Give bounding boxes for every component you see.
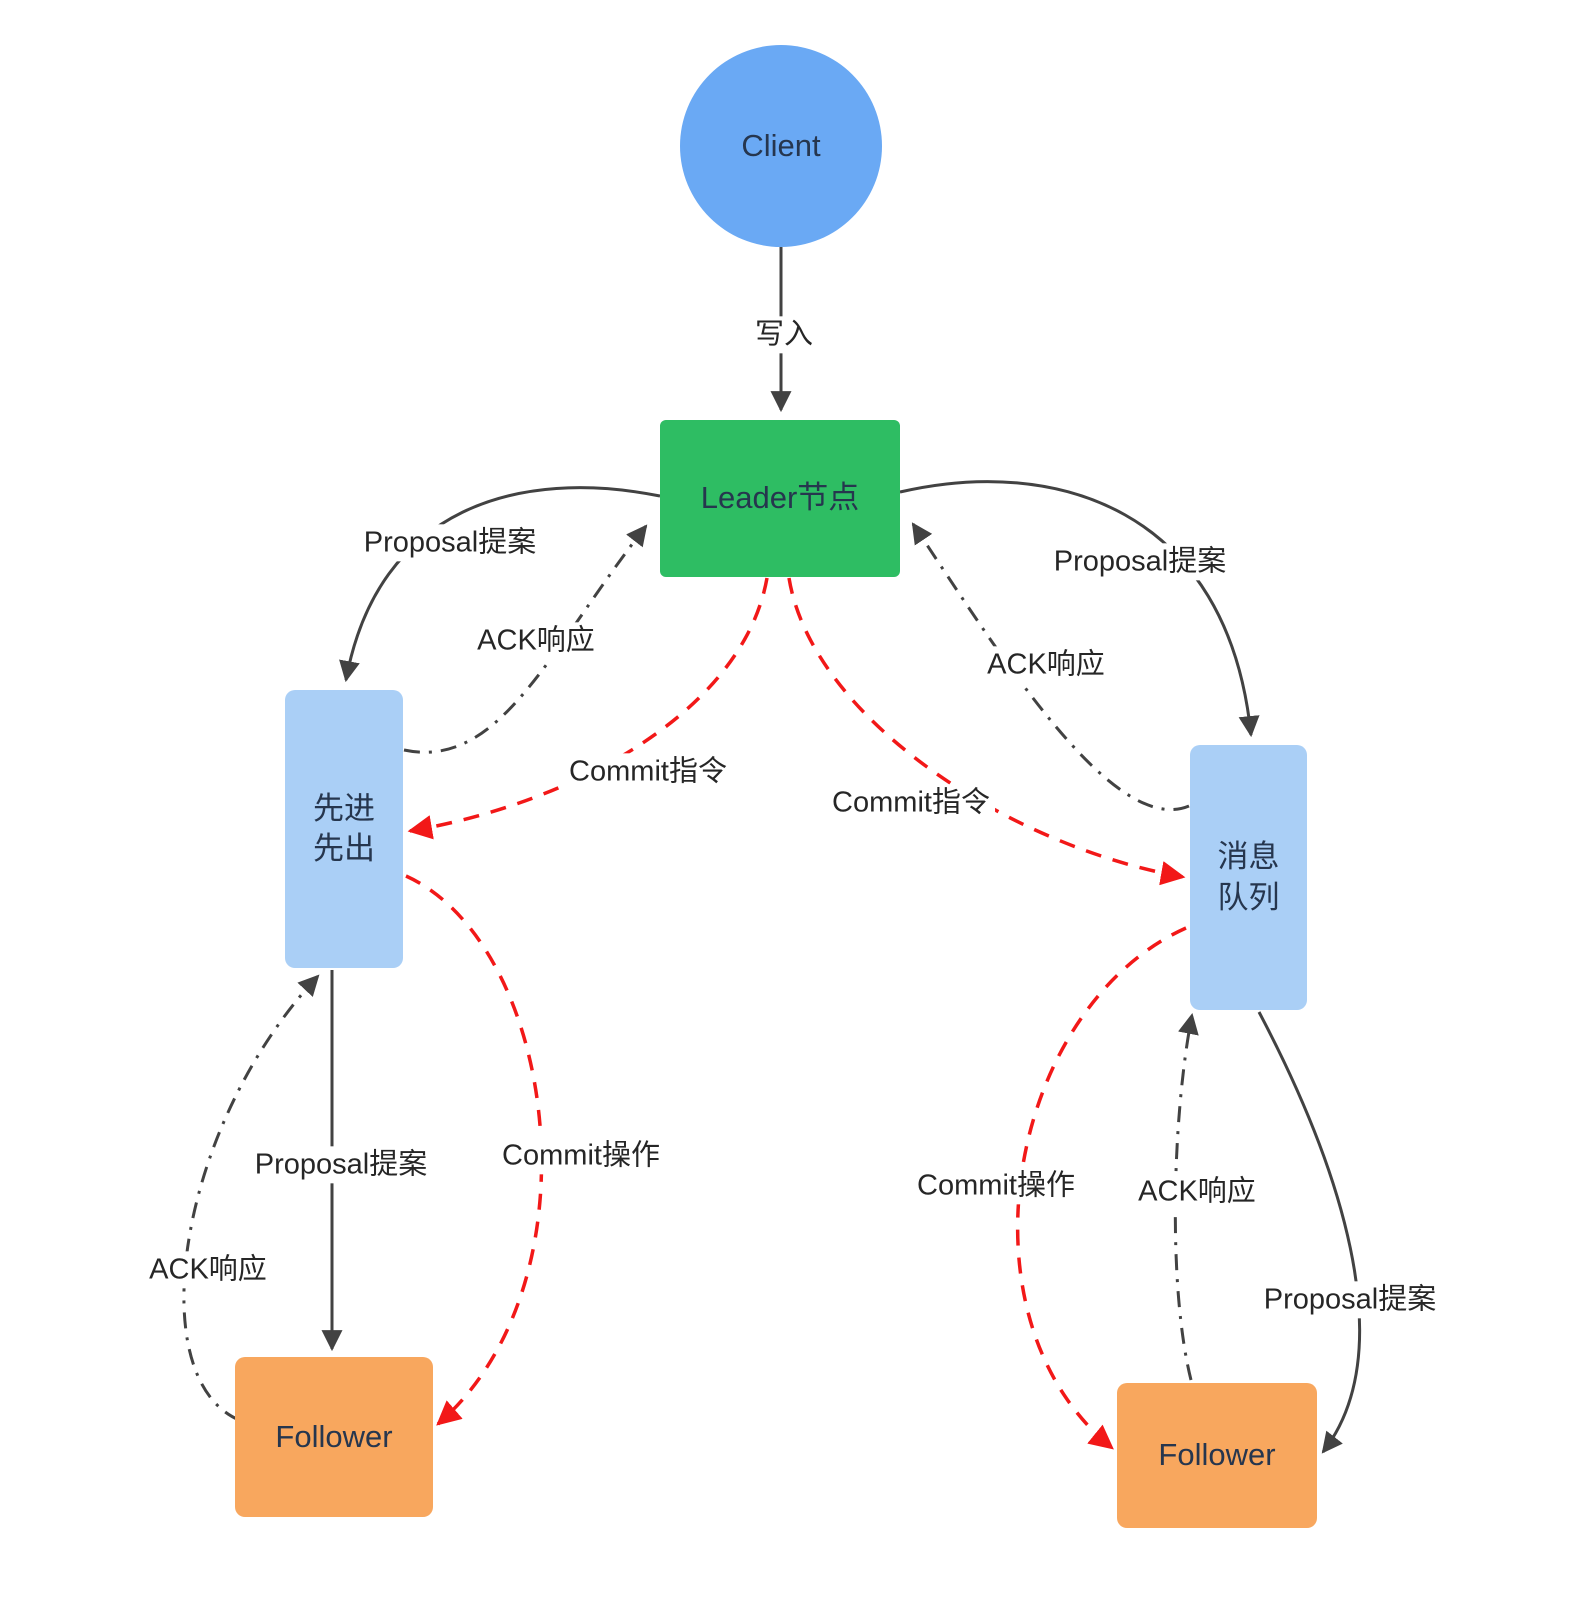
- node-mq: 消息 队列: [1190, 745, 1307, 1010]
- node-follower-right-label: Follower: [1158, 1437, 1276, 1473]
- edge-label-commit-cmd-right: Commit指令: [827, 784, 995, 822]
- edge-ack-right-top-arrow: [911, 522, 1190, 811]
- edge-label-ack-right-top: ACK响应: [982, 646, 1110, 684]
- edge-proposal-right-top-arrow: [899, 480, 1260, 738]
- edge-ack-left-bottom-arrow: [182, 974, 320, 1422]
- node-fifo-label-line1: 先进: [313, 790, 375, 826]
- node-leader: Leader节点: [660, 420, 900, 577]
- node-mq-label-line1: 消息: [1217, 839, 1280, 875]
- edge-label-ack-right-bottom: ACK响应: [1133, 1173, 1261, 1211]
- node-leader-label: Leader节点: [700, 480, 860, 516]
- edge-label-proposal-right-bottom: Proposal提案: [1258, 1281, 1442, 1319]
- node-fifo-label: 先进 先出: [313, 789, 375, 870]
- edge-label-proposal-left-top: Proposal提案: [358, 524, 542, 562]
- edge-proposal-left-top-arrow: [339, 486, 661, 683]
- node-mq-label: 消息 队列: [1218, 837, 1280, 918]
- edge-ack-right-bottom-arrow: [1173, 1012, 1199, 1381]
- edge-proposal-right-bottom-arrow: [1257, 1011, 1361, 1454]
- edge-label-ack-left-bottom: ACK响应: [144, 1251, 272, 1289]
- edge-commit-cmd-left-arrow: [407, 577, 769, 840]
- edge-label-proposal-left-bottom: Proposal提案: [249, 1146, 433, 1184]
- edge-commit-op-left-arrow: [405, 874, 544, 1426]
- node-follower-right: Follower: [1117, 1383, 1317, 1528]
- edge-label-proposal-right-top: Proposal提案: [1048, 543, 1232, 581]
- node-client: Client: [680, 45, 882, 247]
- edge-label-ack-left-top: ACK响应: [472, 622, 600, 660]
- node-mq-label-line2: 队列: [1217, 879, 1280, 915]
- node-follower-left-label: Follower: [275, 1418, 393, 1454]
- node-client-label: Client: [741, 127, 821, 163]
- node-fifo: 先进 先出: [285, 690, 403, 968]
- edge-label-commit-op-right: Commit操作: [912, 1167, 1080, 1205]
- edge-commit-cmd-right-arrow: [787, 577, 1186, 886]
- edge-label-commit-op-left: Commit操作: [497, 1137, 665, 1175]
- node-fifo-label-line2: 先出: [313, 831, 375, 866]
- edge-label-commit-cmd-left: Commit指令: [564, 753, 732, 791]
- edge-ack-left-top-arrow: [403, 524, 648, 754]
- edge-label-write: 写入: [749, 316, 819, 354]
- node-follower-left: Follower: [235, 1357, 433, 1517]
